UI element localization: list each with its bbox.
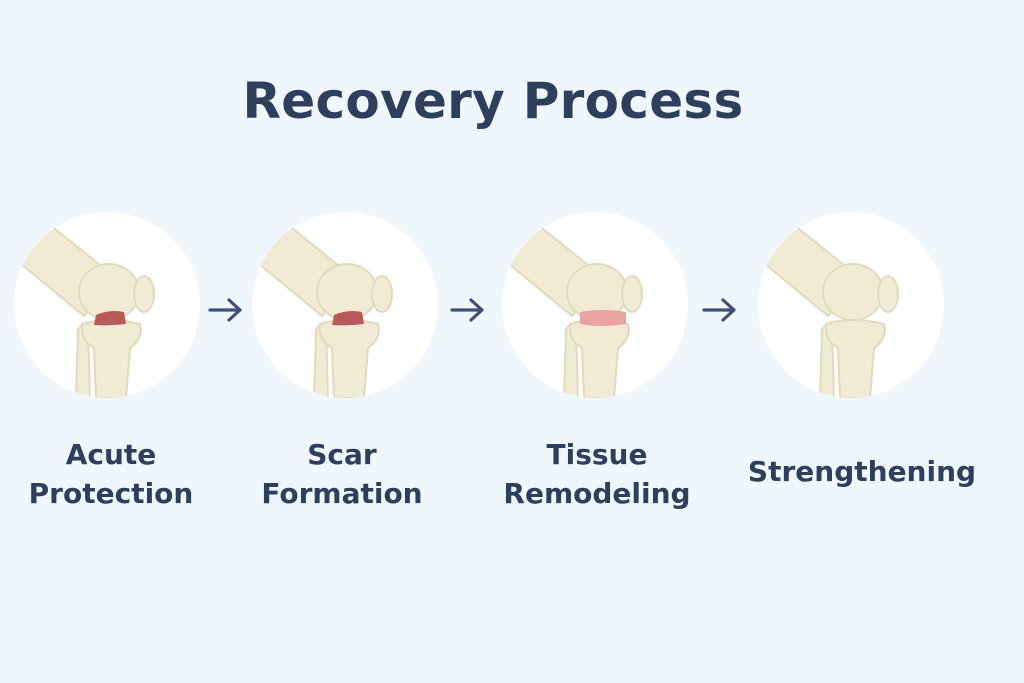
arrow-right-icon xyxy=(702,298,736,322)
arrow-right-icon xyxy=(208,298,242,322)
stage-2-circle xyxy=(252,212,438,398)
arrow-right-icon xyxy=(450,298,484,322)
stage-3-label-line-2: Remodeling xyxy=(503,477,691,510)
stage-1-label-line-2: Protection xyxy=(28,477,194,510)
page-title: Recovery Process xyxy=(242,72,744,130)
stage-3-label-line-1: Tissue xyxy=(546,438,648,471)
stage-3-circle xyxy=(502,212,688,398)
stage-4-label-line-1: Strengthening xyxy=(747,455,977,488)
stage-4-circle xyxy=(758,212,944,398)
stage-4-label: Strengthening xyxy=(742,452,982,491)
stage-1-label: Acute Protection xyxy=(0,435,231,513)
stage-2-label: Scar Formation xyxy=(222,435,462,513)
stage-2-label-line-2: Formation xyxy=(261,477,423,510)
knee-joint-icon xyxy=(252,219,393,398)
stage-2-label-line-1: Scar xyxy=(307,438,377,471)
stage-1-label-line-1: Acute xyxy=(65,438,157,471)
knee-joint-icon xyxy=(502,219,643,398)
knee-joint-icon xyxy=(758,219,899,398)
stage-3-label: Tissue Remodeling xyxy=(477,435,717,513)
knee-joint-icon xyxy=(14,219,155,398)
stage-1-circle xyxy=(14,212,200,398)
